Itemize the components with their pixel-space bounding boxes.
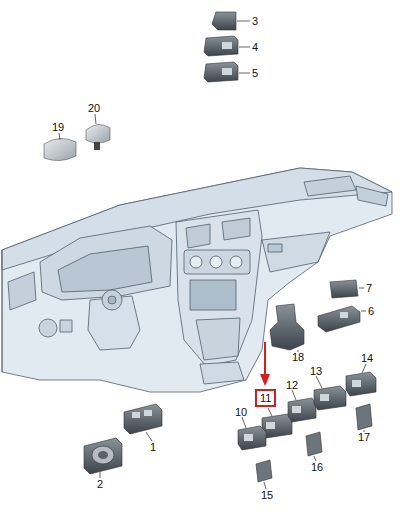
callout-number: 19 bbox=[52, 121, 64, 133]
callout-number: 15 bbox=[261, 489, 273, 501]
callout-number: 16 bbox=[311, 461, 323, 473]
callout-number: 13 bbox=[310, 365, 322, 377]
callout-number: 18 bbox=[292, 351, 304, 363]
callout-number: 2 bbox=[97, 478, 103, 490]
callout-number: 17 bbox=[358, 431, 370, 443]
callout-number: 12 bbox=[286, 379, 298, 391]
highlighted-callout-number: 11 bbox=[255, 389, 276, 407]
callout-number: 20 bbox=[88, 102, 100, 114]
callout-number: 1 bbox=[150, 441, 156, 453]
callout-number: 14 bbox=[361, 352, 373, 364]
callout-number: 10 bbox=[235, 406, 247, 418]
callout-number: 4 bbox=[252, 41, 258, 53]
callout-number: 7 bbox=[366, 282, 372, 294]
callout-number: 3 bbox=[252, 15, 258, 27]
callout-number: 6 bbox=[368, 305, 374, 317]
callout-number: 5 bbox=[252, 67, 258, 79]
